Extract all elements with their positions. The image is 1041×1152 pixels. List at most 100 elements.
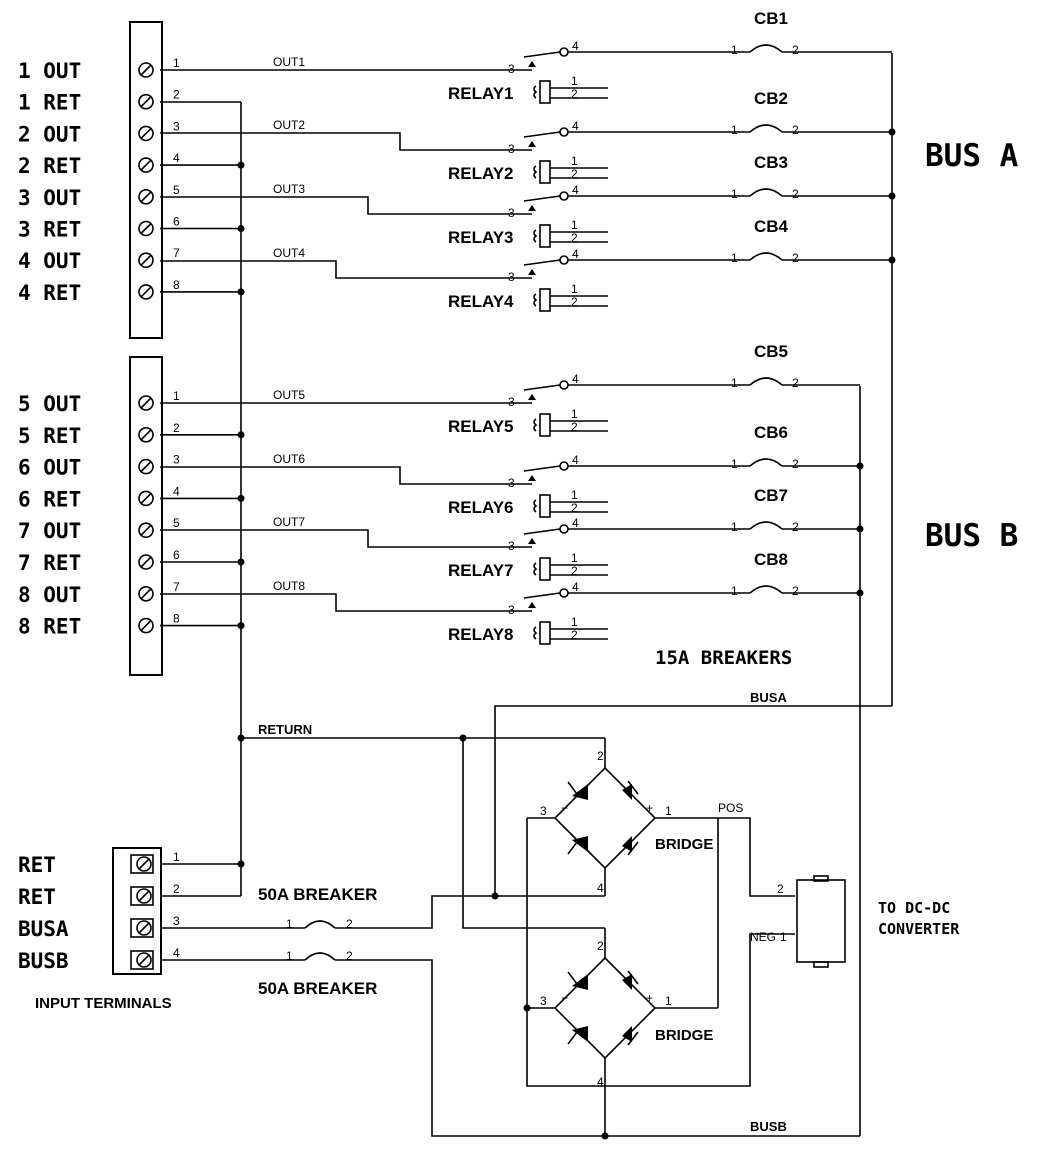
relay-contact-point [559,588,569,598]
input-terminal-pin: 4 [173,946,180,960]
relay-contact-point [559,380,569,390]
relay-coil-winding [533,165,538,179]
terminal-block-2 [129,356,163,676]
relay-coil-body [539,224,551,248]
relay-pin-common: 3 [508,270,515,284]
relay-pin-coil-a: 1 [571,551,578,565]
input-terminal-screw-slot [138,890,150,902]
output-wire [160,466,532,485]
output-net-label: OUT7 [273,515,305,529]
terminal-screw-head [138,426,154,443]
breaker-symbol [749,124,783,133]
relay-pin-coil-b: 2 [571,564,578,578]
input-terminal-screw-slot [138,858,150,870]
terminal-screw-head [138,554,154,570]
dcdc-pin-pos: 2 [777,882,784,896]
bridge-1-diodes [567,780,639,856]
relay-pin-coil-b: 2 [571,295,578,309]
relay-contact-blade [523,131,561,138]
breaker-label: CB8 [754,550,788,569]
breaker-pin-out: 2 [792,457,799,471]
relay-coil-winding [533,229,538,243]
relay-pin-coil-b: 2 [571,167,578,181]
dcdc-label-2: CONVERTER [878,920,960,938]
junction-dot [237,734,245,742]
terminal-screw-slot [140,620,152,632]
junction-dot [237,860,245,868]
terminal-pin: 6 [173,215,180,229]
output-net-label: OUT1 [273,55,305,69]
relay-pin-common: 3 [508,603,515,617]
terminal-label: 3 RET [18,218,81,242]
terminal-pin: 3 [173,119,180,133]
relay-pin-coil-a: 1 [571,154,578,168]
relay-coil-body [539,494,551,518]
relay-pin-contact: 4 [572,580,579,594]
bridge-1-pin-right: 1 [665,804,672,818]
terminal-screw-slot [140,461,152,473]
breaker-pin-out: 2 [792,376,799,390]
main-breaker-1-label: 50A BREAKER [258,885,377,904]
bridge-1-plus: + [646,801,653,815]
relay-label: RELAY5 [448,417,514,436]
relay-pin-common: 3 [508,206,515,220]
terminal-screw-slot [140,64,152,76]
breaker-label: CB1 [754,9,788,28]
input-terminal-block [112,847,162,975]
busb-net-label: BUSB [750,1119,787,1134]
bridge-2-pin-bottom: 4 [597,1075,604,1089]
bridge-2-body [553,956,657,1060]
relay-coil-body [539,80,551,104]
main-breaker-2-pin2: 2 [346,949,353,963]
bridge-1-label: BRIDGE [655,836,713,853]
bridge-2-diodes [567,970,639,1046]
terminal-screw-slot [140,159,152,171]
terminal-label: 6 OUT [18,456,81,480]
terminal-label: 5 OUT [18,392,81,416]
relay-contact-blade [523,51,561,58]
relay-pin-coil-a: 1 [571,615,578,629]
output-wire [160,196,532,215]
relay-contact-arrow [528,205,536,211]
relay-contact-blade [523,195,561,202]
bridge-2-pin-right: 1 [665,994,672,1008]
terminal-block-1 [129,21,163,339]
terminal-screw-head [138,522,154,539]
main-breaker-2-symbol [304,952,336,961]
terminal-label: 2 RET [18,154,81,178]
breaker-pin-out: 2 [792,584,799,598]
relay-pin-coil-b: 2 [571,628,578,642]
bridge-1-pin-left: 3 [540,804,547,818]
relay-contact-blade [523,259,561,266]
input-terminal-screw-slot [138,922,150,934]
breaker-symbol [749,521,783,530]
relay-pin-contact: 4 [572,372,579,386]
relay-pin-coil-a: 1 [571,74,578,88]
terminal-pin: 1 [173,56,180,70]
relay-label: RELAY7 [448,561,514,580]
return-to-bridge2-wire [462,738,605,929]
relay-label: RELAY6 [448,498,514,517]
terminal-pin: 2 [173,421,180,435]
terminal-screw-head [138,62,154,78]
output-wire [160,260,532,279]
breaker-symbol [749,252,783,261]
breaker-pin-out: 2 [792,187,799,201]
terminal-screw-slot [140,286,152,298]
relay-pin-common: 3 [508,62,515,76]
breaker-pin-out: 2 [792,520,799,534]
pos-wire [718,817,795,897]
dcdc-label-1: TO DC-DC [878,899,950,917]
bridge-1-body [553,766,657,870]
bridge-2-label: BRIDGE [655,1027,713,1044]
breaker-symbol [749,188,783,197]
breaker-pin-in: 1 [731,123,738,137]
junction-dot [523,1004,531,1012]
terminal-pin: 7 [173,580,180,594]
return-net-label: RETURN [258,722,312,737]
terminal-screw-head [138,458,154,475]
relay-coil-winding [533,293,538,307]
breaker-label: CB3 [754,153,788,172]
